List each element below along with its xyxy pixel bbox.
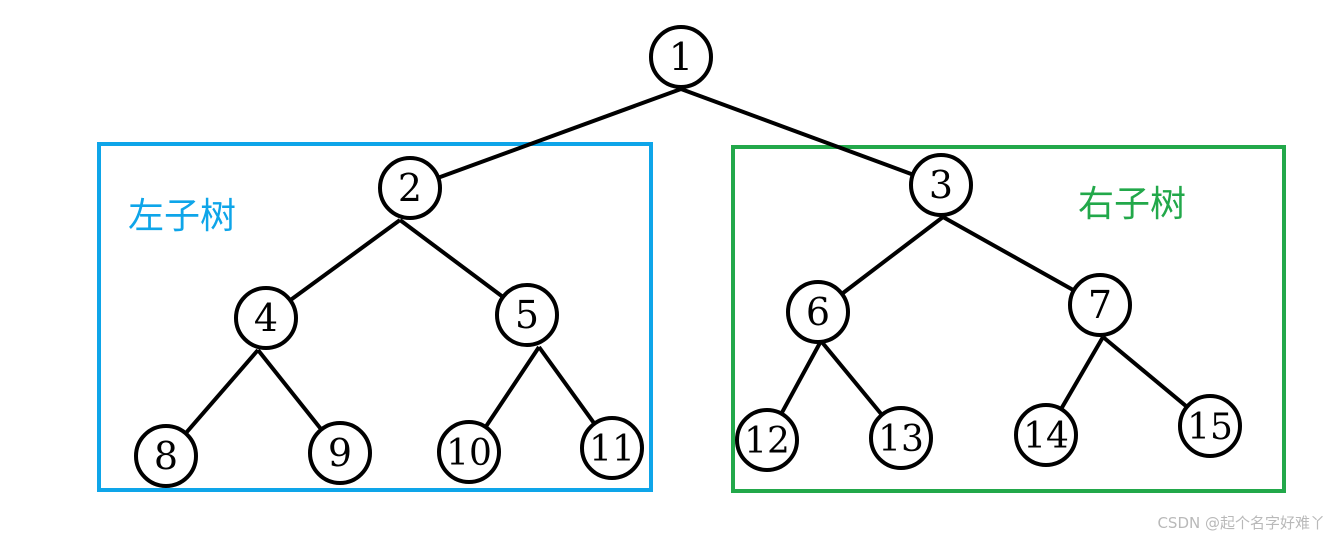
edge-n4-n8: [184, 348, 260, 435]
right-subtree-label: 右子树: [1078, 184, 1186, 225]
edge-n1-n2: [437, 87, 682, 180]
edge-n2-n4: [289, 218, 402, 302]
edge-n3-n6: [840, 215, 945, 296]
edge-n5-n11: [537, 345, 597, 425]
node-label: 6: [806, 290, 830, 334]
node-circle: [378, 156, 442, 220]
node-circle: [437, 420, 501, 484]
node-label: 14: [1023, 416, 1069, 457]
node-label: 15: [1187, 407, 1233, 448]
node-label: 3: [929, 163, 953, 207]
node-label: 9: [328, 431, 352, 475]
node-label: 10: [446, 433, 492, 474]
node-label: 12: [744, 421, 790, 462]
edge-n6-n12: [779, 340, 823, 415]
node-label: 11: [589, 429, 635, 470]
tree-node-15: 15: [1178, 394, 1242, 458]
tree-node-2: 2: [378, 156, 442, 220]
node-circle: [134, 424, 198, 488]
node-label: 2: [398, 166, 422, 210]
edge-n5-n10: [483, 345, 541, 429]
edge-n3-n7: [942, 215, 1075, 293]
right-subtree-box: [731, 145, 1286, 493]
tree-node-7: 7: [1068, 273, 1132, 337]
node-circle: [308, 421, 372, 485]
node-label: 1: [669, 35, 693, 79]
edge-n7-n14: [1059, 335, 1105, 411]
node-label: 13: [878, 419, 924, 460]
edge-n7-n15: [1101, 335, 1189, 409]
node-circle: [909, 153, 973, 217]
tree-node-10: 10: [437, 420, 501, 484]
edge-n4-n9: [256, 348, 323, 431]
node-label: 7: [1088, 283, 1112, 327]
tree-node-14: 14: [1014, 403, 1078, 467]
node-label: 5: [515, 293, 539, 337]
node-circle: [1068, 273, 1132, 337]
tree-node-9: 9: [308, 421, 372, 485]
node-label: 8: [154, 434, 178, 478]
left-subtree-box: [97, 142, 653, 492]
node-circle: [869, 406, 933, 470]
edge-n2-n5: [398, 218, 505, 299]
tree-node-8: 8: [134, 424, 198, 488]
node-circle: [649, 25, 713, 89]
node-circle: [234, 286, 298, 350]
node-circle: [1014, 403, 1078, 467]
tree-node-4: 4: [234, 286, 298, 350]
tree-node-6: 6: [786, 280, 850, 344]
node-circle: [580, 416, 644, 480]
node-circle: [735, 408, 799, 472]
watermark: CSDN @起个名字好难丫: [1157, 514, 1325, 532]
tree-node-13: 13: [869, 406, 933, 470]
node-label: 4: [254, 296, 278, 340]
tree-node-12: 12: [735, 408, 799, 472]
tree-node-5: 5: [495, 283, 559, 347]
left-subtree-label: 左子树: [128, 196, 236, 237]
tree-node-11: 11: [580, 416, 644, 480]
tree-node-1: 1: [649, 25, 713, 89]
node-circle: [495, 283, 559, 347]
edge-n1-n3: [680, 87, 914, 177]
node-circle: [786, 280, 850, 344]
tree-node-3: 3: [909, 153, 973, 217]
node-circle: [1178, 394, 1242, 458]
edge-n6-n13: [819, 339, 884, 417]
